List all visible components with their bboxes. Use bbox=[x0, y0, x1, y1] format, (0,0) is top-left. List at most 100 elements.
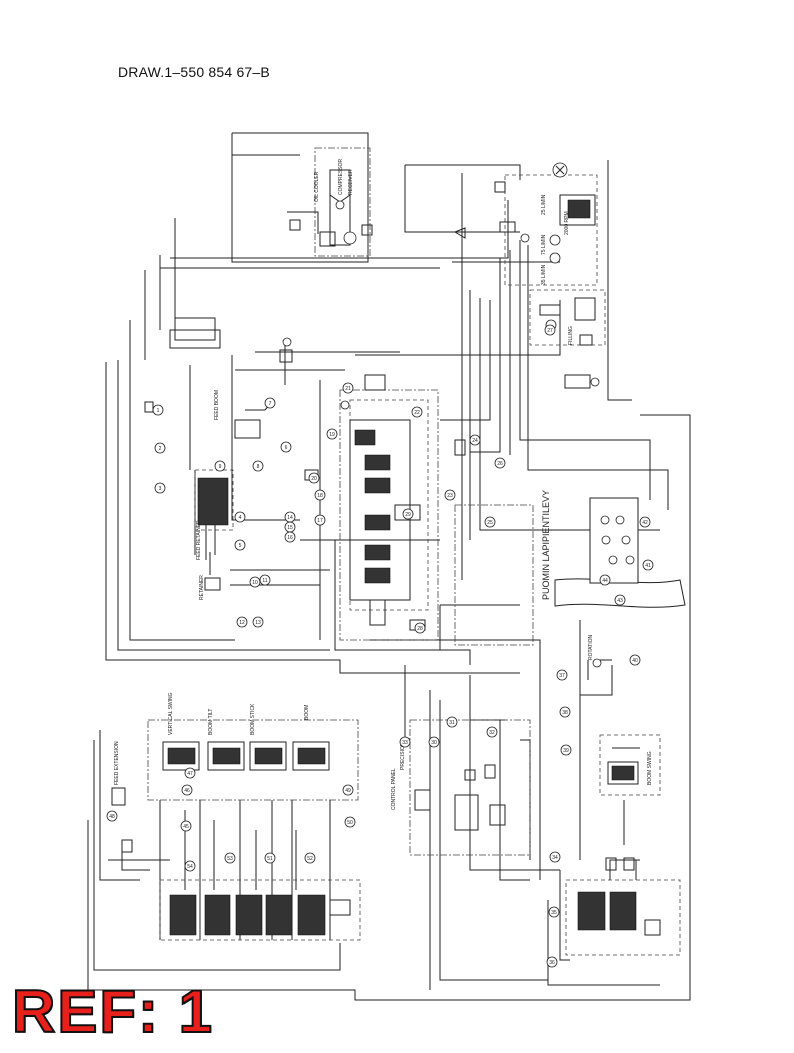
callout-bubble: 15 bbox=[284, 521, 296, 533]
oil-cooler-label: OIL COOLER bbox=[314, 171, 320, 202]
callout-bubble: 1 bbox=[152, 404, 164, 416]
callout-number: 10 bbox=[252, 580, 258, 586]
callout-bubble: 22 bbox=[411, 406, 423, 418]
callout-bubble: 31 bbox=[446, 716, 458, 728]
drawing-number: DRAW.1–550 854 67–B bbox=[118, 64, 270, 80]
callout-bubble: 43 bbox=[614, 594, 626, 606]
callout-number: 19 bbox=[329, 432, 335, 438]
boom-stick-label: BOOM STICK bbox=[250, 703, 256, 735]
callout-number: 15 bbox=[287, 525, 293, 531]
callout-number: 33 bbox=[402, 740, 408, 746]
main-valve-stack bbox=[304, 374, 466, 631]
boom-tilt-label: BOOM TILT bbox=[208, 709, 214, 735]
boom-label: BOOM bbox=[304, 705, 310, 720]
panel-title: PUOMIN LAPIPIENTILEVY bbox=[541, 490, 551, 600]
callout-bubble: 19 bbox=[326, 428, 338, 440]
callout-number: 52 bbox=[307, 856, 313, 862]
callout-bubble: 21 bbox=[342, 382, 354, 394]
callout-number: 18 bbox=[317, 493, 323, 499]
callout-number: 11 bbox=[262, 578, 267, 584]
callout-number: 39 bbox=[563, 748, 569, 754]
callout-number: 5 bbox=[239, 543, 242, 549]
callout-number: 35 bbox=[551, 910, 557, 916]
callout-number: 50 bbox=[347, 820, 353, 826]
callout-bubble: 10 bbox=[249, 576, 261, 588]
flow-low-label: 35 L/MIN bbox=[541, 264, 547, 285]
callout-bubble: 40 bbox=[629, 654, 641, 666]
callout-bubble: 14 bbox=[284, 511, 296, 523]
boom-swing-label: BOOM SWING bbox=[647, 751, 653, 785]
callout-number: 40 bbox=[632, 658, 638, 664]
callout-number: 47 bbox=[187, 771, 193, 777]
callout-number: 7 bbox=[269, 401, 272, 407]
callout-bubble: 2 bbox=[154, 442, 166, 454]
callout-bubble: 34 bbox=[549, 851, 561, 863]
callout-number: 38 bbox=[562, 710, 568, 716]
vertical-swing-label: VERTICAL SWING bbox=[168, 692, 174, 735]
feed-retainer-label: FEED RETAINER bbox=[196, 520, 202, 560]
callout-bubble: 35 bbox=[548, 906, 560, 918]
callout-number: 54 bbox=[187, 864, 193, 870]
callout-number: 36 bbox=[549, 960, 555, 966]
reference-stamp: REF: 1 bbox=[11, 978, 215, 1045]
callout-bubble: 27 bbox=[544, 324, 556, 336]
boom-control-valves: VERTICAL SWING BOOM TILT BOOM STICK BOOM… bbox=[111, 692, 330, 806]
callout-number: 8 bbox=[257, 464, 260, 470]
callout-number: 17 bbox=[317, 518, 323, 524]
callout-bubble: 8 bbox=[252, 460, 264, 472]
callout-number: 16 bbox=[287, 535, 293, 541]
compressor-group: OIL COOLER COMPRESSOR RECEIVER bbox=[287, 158, 373, 247]
control-panel-label: CONTROL PANEL bbox=[391, 768, 397, 810]
callout-bubble: 9 bbox=[214, 460, 226, 472]
callout-number: 34 bbox=[552, 855, 558, 861]
callout-bubble: 24 bbox=[469, 434, 481, 446]
callout-bubble: 44 bbox=[599, 574, 611, 586]
callout-number: 26 bbox=[497, 461, 503, 467]
callout-bubble: 37 bbox=[556, 669, 568, 681]
callout-number: 48 bbox=[109, 814, 115, 820]
callout-number: 49 bbox=[345, 788, 351, 794]
callout-bubble: 29 bbox=[402, 508, 414, 520]
callout-bubble: 53 bbox=[224, 852, 236, 864]
rotation-label: ROTATION bbox=[588, 635, 594, 660]
dashed-enclosures bbox=[147, 147, 681, 956]
rpm-label: 2000 RPM bbox=[564, 211, 570, 235]
callout-number: 24 bbox=[472, 438, 478, 444]
retainer-label: RETAINER bbox=[199, 575, 205, 600]
callout-bubble: 28 bbox=[414, 622, 426, 634]
callout-bubble: 39 bbox=[560, 744, 572, 756]
feed-boom-label: FEED BOOM bbox=[214, 390, 220, 420]
callout-number: 21 bbox=[345, 386, 351, 392]
callout-bubble: 18 bbox=[314, 489, 326, 501]
boom-swing-group: BOOM SWING ROTATION bbox=[577, 635, 661, 936]
callout-number: 31 bbox=[449, 720, 455, 726]
feed-boom-group: FEED BOOM FEED RETAINER RETAINER bbox=[144, 337, 293, 600]
callout-number: 14 bbox=[287, 515, 293, 521]
callout-bubble: 48 bbox=[106, 810, 118, 822]
precision-label: PRECISION bbox=[400, 742, 406, 770]
callout-bubble: 3 bbox=[154, 482, 166, 494]
callout-bubble: 41 bbox=[642, 559, 654, 571]
callout-bubble: 11 bbox=[259, 574, 271, 586]
callout-number: 45 bbox=[183, 824, 189, 830]
callout-bubble: 52 bbox=[304, 852, 316, 864]
callout-number: 13 bbox=[255, 620, 261, 626]
callout-bubble: 49 bbox=[342, 784, 354, 796]
callout-bubble: 13 bbox=[252, 616, 264, 628]
callout-bubble: 45 bbox=[180, 820, 192, 832]
feed-extension-label: FEED EXTENSION bbox=[114, 741, 120, 785]
callout-number: 12 bbox=[239, 620, 245, 626]
callout-bubble: 36 bbox=[546, 956, 558, 968]
pump-group: 25 L/MIN 75 L/MIN 35 L/MIN 2000 RPM FILL… bbox=[453, 162, 600, 389]
callout-number: 53 bbox=[227, 856, 233, 862]
callout-bubble: 20 bbox=[308, 472, 320, 484]
callout-number: 6 bbox=[285, 445, 288, 451]
receiver-label: RECEIVER bbox=[348, 169, 354, 195]
bottom-valve-bank bbox=[121, 839, 351, 936]
callout-number: 2 bbox=[159, 446, 162, 452]
callout-number: 42 bbox=[642, 520, 648, 526]
callout-bubble: 5 bbox=[234, 539, 246, 551]
callout-bubble: 16 bbox=[284, 531, 296, 543]
callout-number: 46 bbox=[184, 788, 190, 794]
